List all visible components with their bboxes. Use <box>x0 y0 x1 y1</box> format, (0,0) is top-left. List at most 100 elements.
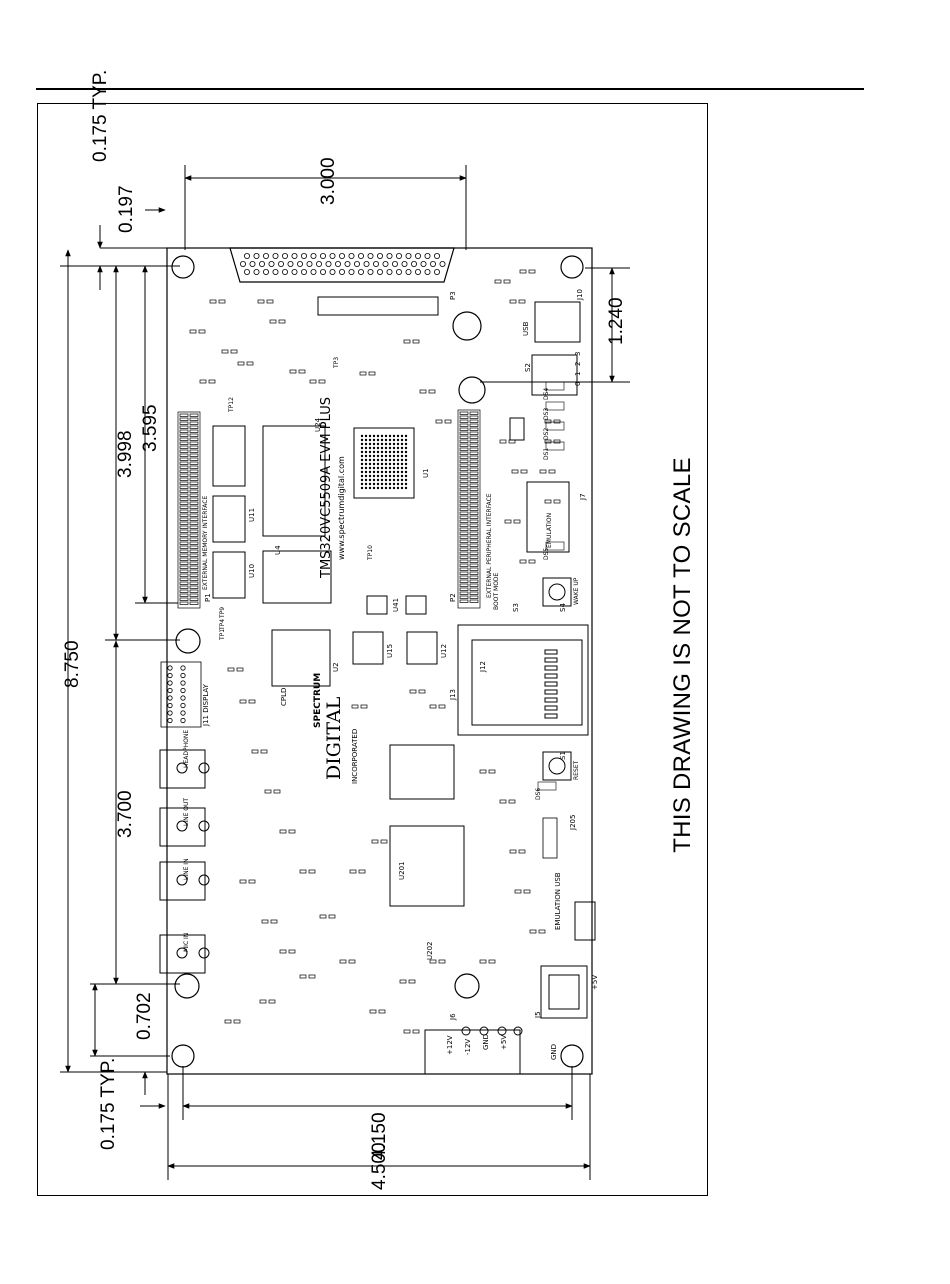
header-pin <box>179 553 189 557</box>
passive-component <box>511 469 519 474</box>
header-pin <box>179 445 189 449</box>
passive-component <box>269 319 277 324</box>
ds-label: DS3 <box>543 408 550 420</box>
p3-pin <box>348 252 355 259</box>
bga-ball <box>372 458 376 462</box>
bga-ball <box>372 434 376 438</box>
passive-component <box>548 469 556 474</box>
header-pin <box>469 595 479 599</box>
p3-pin <box>405 268 412 275</box>
plus12-label: +12V <box>446 1035 454 1055</box>
bga-ball <box>376 450 380 454</box>
passive-component <box>270 919 278 924</box>
header-pin <box>179 525 189 529</box>
header-pin <box>459 447 469 451</box>
bga-ball <box>396 474 400 478</box>
p3-pin <box>243 252 250 259</box>
bga-ball <box>376 482 380 486</box>
display-pin <box>180 702 186 709</box>
passive-component <box>429 959 437 964</box>
passive-component <box>412 1029 420 1034</box>
ext-memory-label: EXTERNAL MEMORY INTERFACE <box>202 496 209 590</box>
passive-component <box>369 1009 377 1014</box>
bga-ball <box>364 486 368 490</box>
led-footprint <box>545 381 565 391</box>
bga-ball <box>384 446 388 450</box>
tp-label: TP9 <box>219 607 226 619</box>
s2-label: S2 <box>524 363 532 372</box>
u11-label: U11 <box>248 508 256 522</box>
u6-chip <box>212 425 246 487</box>
p3-pin <box>281 252 288 259</box>
p3-pin <box>424 268 431 275</box>
header-pin <box>459 595 469 599</box>
display-pin <box>167 680 173 686</box>
passive-component <box>273 789 281 794</box>
header-pin <box>459 475 469 479</box>
header-pin <box>189 485 199 489</box>
passive-component <box>499 799 507 804</box>
board-url: www.spectrumdigital.com <box>337 456 346 560</box>
passive-component <box>299 974 307 979</box>
p3-pin <box>329 252 336 259</box>
bga-ball <box>396 482 400 486</box>
passive-component <box>488 769 496 774</box>
j12-label: J12 <box>479 661 487 673</box>
bga-ball <box>400 486 404 490</box>
header-pin <box>179 545 189 549</box>
header-pin <box>459 527 469 531</box>
header-pin <box>459 443 469 447</box>
bga-ball <box>360 446 364 450</box>
passive-component <box>403 1029 411 1034</box>
bga-ball <box>376 470 380 474</box>
p3-pin <box>239 260 246 267</box>
bga-ball <box>372 438 376 442</box>
bga-ball <box>392 474 396 478</box>
bga-ball <box>404 486 408 490</box>
p3-pin <box>376 268 383 275</box>
bga-ball <box>364 478 368 482</box>
header-pin <box>179 477 189 481</box>
bga-ball <box>364 462 368 466</box>
header-pin <box>189 433 199 437</box>
bga-ball <box>388 454 392 458</box>
reset-button <box>542 751 572 781</box>
header-pin <box>179 581 189 585</box>
header-pin <box>189 537 199 541</box>
p3-pin <box>249 260 256 267</box>
header-pin <box>469 507 479 511</box>
header-pin <box>459 555 469 559</box>
header-pin <box>469 431 479 435</box>
bga-ball <box>396 462 400 466</box>
header-pin <box>179 521 189 525</box>
bga-ball <box>400 446 404 450</box>
passive-component <box>494 279 502 284</box>
bga-ball <box>360 462 364 466</box>
ds-label: DS1 <box>543 448 550 460</box>
bga-ball <box>404 462 408 466</box>
bga-ball <box>368 442 372 446</box>
tp-label: TP1 <box>219 629 226 641</box>
header-pin <box>179 593 189 597</box>
passive-component <box>479 959 487 964</box>
passive-component <box>237 361 245 366</box>
bga-ball <box>364 446 368 450</box>
header-pin <box>469 567 479 571</box>
header-pin <box>469 423 479 427</box>
passive-component <box>429 704 437 709</box>
sd-pin <box>544 713 558 719</box>
header-pin <box>459 503 469 507</box>
bga-ball <box>364 482 368 486</box>
header-pin <box>469 503 479 507</box>
header-pin <box>469 463 479 467</box>
p3-pin <box>334 260 341 267</box>
passive-component <box>544 439 552 444</box>
mic-in-jack <box>159 934 210 974</box>
display-pin <box>167 665 173 671</box>
bga-ball <box>384 438 388 442</box>
passive-component <box>199 379 207 384</box>
header-pin <box>469 563 479 567</box>
header-pin <box>189 445 199 449</box>
bga-ball <box>404 446 408 450</box>
header-pin <box>179 505 189 509</box>
